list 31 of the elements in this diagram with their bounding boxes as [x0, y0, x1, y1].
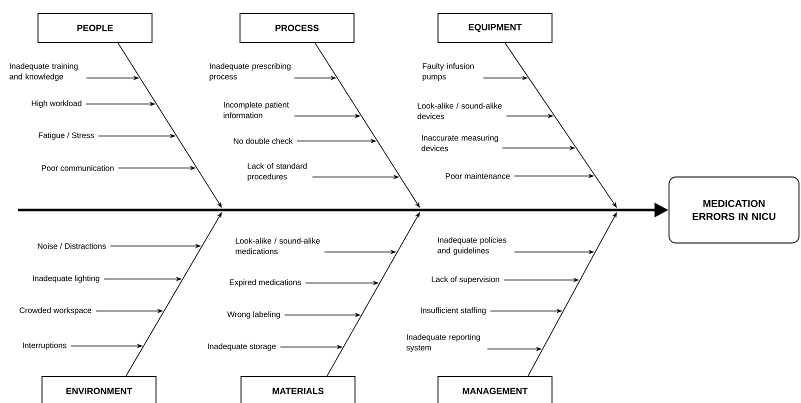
- cause-text: Incomplete patient information: [224, 102, 289, 118]
- cause-text: Expired medications: [230, 279, 301, 287]
- cause-text: Poor maintenance: [446, 173, 510, 179]
- category-box: PROCESS: [240, 13, 354, 43]
- category-box: ENVIRONMENT: [42, 376, 156, 403]
- cause-text: Insufficient staffing: [420, 307, 486, 315]
- cause-text: Wrong labeling: [227, 311, 280, 319]
- cause-text: Inadequate prescribing process: [210, 63, 290, 81]
- cause-text: Lack of standard procedures: [248, 163, 307, 181]
- cause-text: Fatigue / Stress: [38, 132, 94, 140]
- category-box: MANAGEMENT: [438, 376, 552, 403]
- cause-text: Noise / Distractions: [38, 243, 106, 249]
- cause-text: Inadequate storage: [208, 343, 276, 351]
- category-box: PEOPLE: [38, 13, 152, 43]
- cause-text: Inaccurate measuring devices: [422, 134, 498, 152]
- cause-text: Look-alike / sound-alike devices: [418, 102, 502, 120]
- cause-text: Inadequate reporting system: [406, 334, 480, 352]
- cause-text: Lack of supervision: [432, 276, 500, 284]
- cause-text: Inadequate lighting: [32, 275, 100, 283]
- cause-text: Crowded workspace: [20, 307, 92, 315]
- cause-text: Faulty infusion pumps: [422, 63, 474, 81]
- cause-text: Inadequate training and knowledge: [10, 63, 78, 81]
- effect-box: MEDICATION ERRORS IN NICU: [668, 176, 800, 244]
- cause-text: High workload: [32, 100, 82, 108]
- cause-text: Poor communication: [42, 165, 114, 171]
- category-box: MATERIALS: [240, 376, 356, 403]
- cause-text: Look-alike / sound-alike medications: [236, 238, 320, 254]
- category-box: EQUIPMENT: [438, 13, 552, 43]
- cause-text: Inadequate policies and guidelines: [438, 237, 506, 255]
- cause-text: Interruptions: [22, 342, 66, 350]
- cause-text: No double check: [234, 138, 293, 144]
